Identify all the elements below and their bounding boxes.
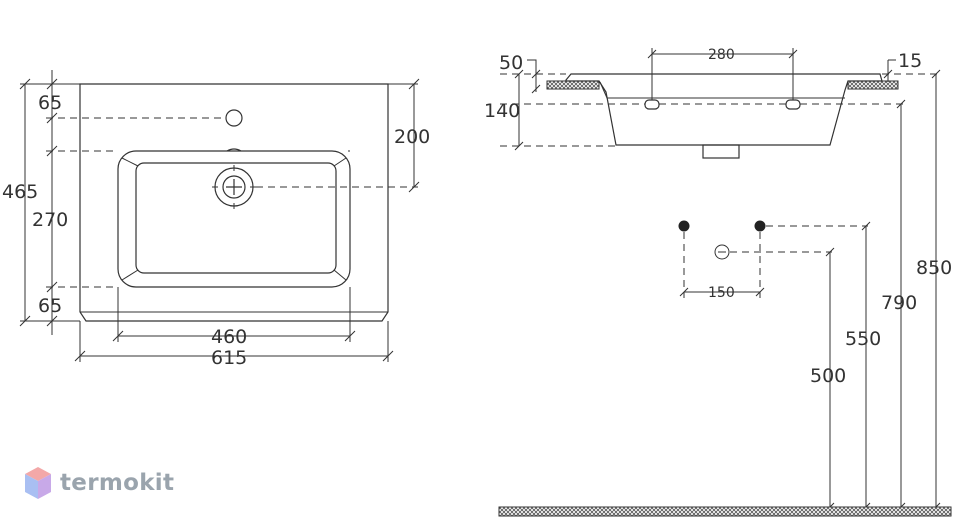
dim-ticks-right-200	[408, 78, 420, 193]
label-offset-bottom: 65	[38, 295, 62, 317]
dim-line-50	[527, 59, 537, 92]
label-offset-top: 65	[38, 92, 62, 114]
dim-ticks-left-inner	[46, 78, 58, 327]
label-pipe-spacing: 150	[708, 285, 735, 301]
overflow-slot-icon	[226, 148, 242, 152]
bowl-inner	[135, 162, 337, 274]
water-pipe-right-icon	[754, 220, 766, 232]
installation-view: 150 850 790 550 500	[498, 69, 952, 517]
ext-lines-615	[79, 321, 389, 362]
ext-lines-460	[117, 287, 351, 342]
dim-ticks-left-outer	[19, 78, 31, 327]
dim-ticks-50	[531, 69, 541, 94]
label-overall-width: 615	[211, 347, 247, 369]
dim-ticks-15	[883, 69, 893, 79]
ext-lines-280	[651, 48, 794, 100]
label-depth-total: 465	[2, 181, 38, 203]
dim-ticks-615	[74, 350, 394, 362]
brand-logo: termokit	[24, 466, 174, 500]
label-tap-spacing: 280	[708, 47, 735, 63]
dim-ticks-150	[679, 287, 765, 297]
dim-ticks-280	[647, 49, 798, 59]
dim-ticks-460	[112, 330, 356, 342]
bowl-outer	[117, 150, 351, 288]
basin-profile-inner	[599, 81, 845, 99]
wall-hatch-right	[847, 80, 899, 90]
basin-outline	[79, 83, 389, 322]
label-height-850: 850	[916, 257, 952, 279]
drain-icon	[212, 165, 256, 209]
label-bowl-height: 140	[484, 100, 520, 122]
termokit-cube-icon	[25, 467, 51, 499]
tap-hole-icon	[225, 109, 243, 127]
label-rim-overhang: 15	[898, 50, 922, 72]
label-rim-thickness: 50	[499, 52, 523, 74]
water-pipe-left-icon	[678, 220, 690, 232]
wall-hatch-left	[546, 80, 600, 90]
label-height-550: 550	[845, 328, 881, 350]
label-tap-to-drain: 200	[394, 126, 430, 148]
bowl-bevel-lines	[121, 157, 347, 281]
label-bowl-depth: 270	[32, 209, 68, 231]
label-height-500: 500	[810, 365, 846, 387]
dim-ticks-140	[514, 69, 524, 151]
label-bowl-width: 460	[211, 326, 247, 348]
brand-name: termokit	[60, 470, 175, 496]
side-view: 280 50 140 15	[484, 47, 940, 159]
drain-stub	[702, 144, 740, 159]
ref-line-pipe-drops	[683, 232, 761, 298]
drain-outlet-icon	[714, 244, 730, 260]
tap-hole-right-icon	[785, 99, 801, 110]
top-view: 65 465 270 65 200 460 615	[2, 70, 430, 369]
tap-hole-left-icon	[644, 99, 660, 110]
floor-hatch	[498, 506, 952, 517]
label-height-790: 790	[881, 292, 917, 314]
basin-profile	[565, 73, 883, 146]
dim-line-15	[887, 59, 896, 82]
